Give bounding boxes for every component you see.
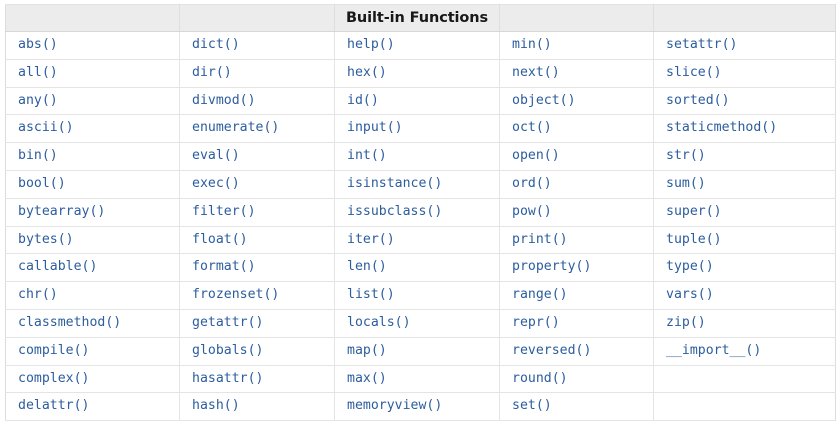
function-name-cell[interactable]: globals() bbox=[179, 337, 335, 366]
header-cell-blank-1 bbox=[179, 4, 335, 32]
function-name-cell[interactable]: all() bbox=[5, 59, 180, 88]
table-row: bin()eval()int()open()str() bbox=[5, 142, 836, 171]
builtin-functions-table: Built-in Functions abs()dict()help()min(… bbox=[5, 4, 836, 421]
header-cell-blank-3 bbox=[499, 4, 654, 32]
function-name-cell[interactable]: set() bbox=[499, 392, 654, 421]
table-row: callable()format()len()property()type() bbox=[5, 253, 836, 283]
function-name-cell[interactable]: max() bbox=[334, 365, 500, 394]
function-name-cell[interactable]: setattr() bbox=[653, 31, 836, 60]
function-name-cell[interactable]: issubclass() bbox=[334, 198, 500, 227]
function-name-cell[interactable]: type() bbox=[653, 253, 836, 283]
table-row: abs()dict()help()min()setattr() bbox=[5, 31, 836, 60]
table-row: bytearray()filter()issubclass()pow()supe… bbox=[5, 198, 836, 227]
function-name-cell[interactable]: tuple() bbox=[653, 226, 836, 255]
function-name-cell[interactable]: round() bbox=[499, 365, 654, 394]
header-cell-blank-0 bbox=[5, 4, 180, 32]
function-name-cell[interactable]: float() bbox=[179, 226, 335, 255]
function-name-cell[interactable]: memoryview() bbox=[334, 392, 500, 421]
table-row: chr()frozenset()list()range()vars() bbox=[5, 281, 836, 310]
table-row: all()dir()hex()next()slice() bbox=[5, 59, 836, 88]
function-name-cell[interactable]: abs() bbox=[5, 31, 180, 60]
function-name-cell[interactable]: compile() bbox=[5, 337, 180, 366]
function-name-cell[interactable]: exec() bbox=[179, 170, 335, 199]
table-row: complex()hasattr()max()round() bbox=[5, 365, 836, 394]
function-name-cell[interactable]: hex() bbox=[334, 59, 500, 88]
function-name-cell[interactable]: help() bbox=[334, 31, 500, 60]
function-name-cell[interactable]: dir() bbox=[179, 59, 335, 88]
function-name-cell[interactable]: complex() bbox=[5, 365, 180, 394]
table-cell-empty bbox=[653, 365, 836, 394]
function-name-cell[interactable]: bool() bbox=[5, 170, 180, 199]
function-name-cell[interactable]: classmethod() bbox=[5, 309, 180, 338]
function-name-cell[interactable]: bin() bbox=[5, 142, 180, 171]
function-name-cell[interactable]: range() bbox=[499, 281, 654, 310]
table-body: abs()dict()help()min()setattr()all()dir(… bbox=[5, 31, 836, 421]
function-name-cell[interactable]: ascii() bbox=[5, 114, 180, 144]
function-name-cell[interactable]: __import__() bbox=[653, 337, 836, 366]
table-row: any()divmod()id()object()sorted() bbox=[5, 87, 836, 116]
function-name-cell[interactable]: next() bbox=[499, 59, 654, 88]
table-row: compile()globals()map()reversed()__impor… bbox=[5, 337, 836, 366]
table-row: classmethod()getattr()locals()repr()zip(… bbox=[5, 309, 836, 338]
function-name-cell[interactable]: iter() bbox=[334, 226, 500, 255]
function-name-cell[interactable]: reversed() bbox=[499, 337, 654, 366]
function-name-cell[interactable]: enumerate() bbox=[179, 114, 335, 144]
function-name-cell[interactable]: chr() bbox=[5, 281, 180, 310]
function-name-cell[interactable]: property() bbox=[499, 253, 654, 283]
function-name-cell[interactable]: bytearray() bbox=[5, 198, 180, 227]
function-name-cell[interactable]: locals() bbox=[334, 309, 500, 338]
table-row: ascii()enumerate()input()oct()staticmeth… bbox=[5, 114, 836, 144]
function-name-cell[interactable]: callable() bbox=[5, 253, 180, 283]
function-name-cell[interactable]: hash() bbox=[179, 392, 335, 421]
function-name-cell[interactable]: input() bbox=[334, 114, 500, 144]
table-row: bool()exec()isinstance()ord()sum() bbox=[5, 170, 836, 199]
function-name-cell[interactable]: super() bbox=[653, 198, 836, 227]
table-title: Built-in Functions bbox=[334, 4, 500, 32]
function-name-cell[interactable]: divmod() bbox=[179, 87, 335, 116]
function-name-cell[interactable]: int() bbox=[334, 142, 500, 171]
function-name-cell[interactable]: dict() bbox=[179, 31, 335, 60]
function-name-cell[interactable]: map() bbox=[334, 337, 500, 366]
function-name-cell[interactable]: open() bbox=[499, 142, 654, 171]
function-name-cell[interactable]: list() bbox=[334, 281, 500, 310]
function-name-cell[interactable]: id() bbox=[334, 87, 500, 116]
function-name-cell[interactable]: filter() bbox=[179, 198, 335, 227]
function-name-cell[interactable]: min() bbox=[499, 31, 654, 60]
function-name-cell[interactable]: ord() bbox=[499, 170, 654, 199]
function-name-cell[interactable]: frozenset() bbox=[179, 281, 335, 310]
table-row: bytes()float()iter()print()tuple() bbox=[5, 226, 836, 255]
function-name-cell[interactable]: format() bbox=[179, 253, 335, 283]
function-name-cell[interactable]: eval() bbox=[179, 142, 335, 171]
function-name-cell[interactable]: sorted() bbox=[653, 87, 836, 116]
function-name-cell[interactable]: len() bbox=[334, 253, 500, 283]
function-name-cell[interactable]: str() bbox=[653, 142, 836, 171]
function-name-cell[interactable]: repr() bbox=[499, 309, 654, 338]
function-name-cell[interactable]: print() bbox=[499, 226, 654, 255]
table-cell-empty bbox=[653, 392, 836, 421]
function-name-cell[interactable]: slice() bbox=[653, 59, 836, 88]
function-name-cell[interactable]: zip() bbox=[653, 309, 836, 338]
function-name-cell[interactable]: staticmethod() bbox=[653, 114, 836, 144]
function-name-cell[interactable]: object() bbox=[499, 87, 654, 116]
function-name-cell[interactable]: isinstance() bbox=[334, 170, 500, 199]
function-name-cell[interactable]: delattr() bbox=[5, 392, 180, 421]
table-header: Built-in Functions bbox=[5, 4, 836, 32]
function-name-cell[interactable]: any() bbox=[5, 87, 180, 116]
function-name-cell[interactable]: sum() bbox=[653, 170, 836, 199]
function-name-cell[interactable]: bytes() bbox=[5, 226, 180, 255]
table-row: delattr()hash()memoryview()set() bbox=[5, 392, 836, 421]
header-cell-blank-4 bbox=[653, 4, 836, 32]
function-name-cell[interactable]: oct() bbox=[499, 114, 654, 144]
function-name-cell[interactable]: pow() bbox=[499, 198, 654, 227]
header-row: Built-in Functions bbox=[5, 4, 836, 32]
function-name-cell[interactable]: hasattr() bbox=[179, 365, 335, 394]
function-name-cell[interactable]: getattr() bbox=[179, 309, 335, 338]
function-name-cell[interactable]: vars() bbox=[653, 281, 836, 310]
